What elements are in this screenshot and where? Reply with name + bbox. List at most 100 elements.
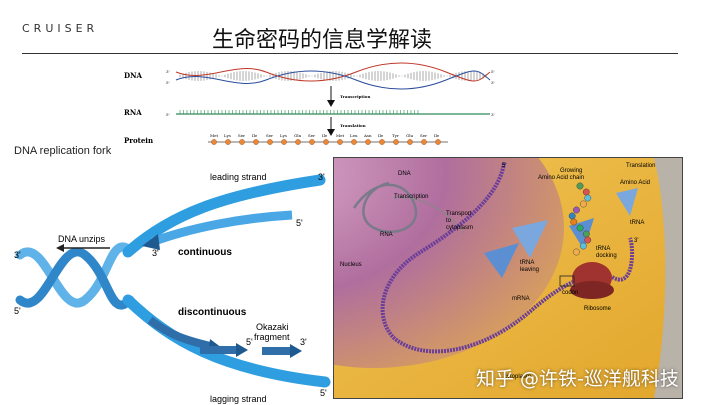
dna-label: DNA bbox=[124, 71, 142, 80]
rna-end-3: 3' bbox=[491, 112, 495, 117]
mrna-3-end: 3' bbox=[634, 238, 638, 244]
amino-acid-bead bbox=[571, 219, 577, 225]
amino-acid-bead bbox=[253, 139, 258, 144]
central-dogma-diagram: DNA RNA Protein 3' 5' 5' 3' Transcriptio… bbox=[118, 62, 508, 152]
dna-end-5-top: 5' bbox=[491, 69, 495, 74]
amino-acid-label: Tyr bbox=[392, 133, 399, 138]
dna-end-5-bottom: 5' bbox=[166, 80, 170, 85]
helix-3-end: 3' bbox=[14, 250, 21, 260]
cruiser-logo: CRUISER bbox=[22, 22, 98, 35]
fragment-3-end: 3' bbox=[300, 337, 307, 347]
dna-base-pairs bbox=[180, 71, 486, 81]
amino-acid-bead bbox=[577, 225, 583, 231]
amino-acid-bead bbox=[393, 139, 398, 144]
transport-label-1: Transport bbox=[446, 211, 472, 217]
trna-label: tRNA bbox=[630, 220, 644, 226]
amino-acid-label: Amino Acid bbox=[620, 180, 650, 186]
lower-strand-5-end: 5' bbox=[320, 388, 327, 398]
watermark: 知乎 @许铁-巡洋舰科技 bbox=[476, 364, 679, 391]
amino-acid-label: Lys bbox=[280, 133, 287, 138]
amino-acid-bead bbox=[580, 201, 586, 207]
amino-acid-bead bbox=[580, 243, 586, 249]
translation-illustration: Translation DNA Transcription Transport … bbox=[333, 157, 683, 399]
trna-docking-label-2: docking bbox=[596, 253, 617, 259]
helix-5-end: 5' bbox=[14, 306, 21, 316]
amino-acid-label: Gln bbox=[294, 133, 301, 138]
transport-label-2: to bbox=[446, 218, 452, 224]
growing-label-2: Amino Acid chain bbox=[538, 175, 584, 181]
leading-new-5-end: 5' bbox=[296, 218, 303, 228]
replication-fork-diagram: leading strand lagging strand continuous… bbox=[0, 160, 335, 405]
cell-transcription-label: Transcription bbox=[394, 194, 428, 200]
dna-end-3-top: 3' bbox=[166, 69, 170, 74]
amino-acid-bead bbox=[239, 139, 244, 144]
trna-docking-label-1: tRNA bbox=[596, 246, 610, 252]
title-divider bbox=[22, 53, 678, 54]
page-title: 生命密码的信息学解读 bbox=[212, 22, 432, 54]
amino-acid-bead bbox=[379, 139, 384, 144]
cell-scene: Translation DNA Transcription Transport … bbox=[334, 158, 682, 398]
growing-label-1: Growing bbox=[560, 168, 582, 174]
dna-unzips-label: DNA unzips bbox=[58, 234, 106, 244]
cell-translation-label: Translation bbox=[626, 163, 655, 169]
amino-acid-bead bbox=[435, 139, 440, 144]
fragment-label: fragment bbox=[254, 332, 290, 342]
amino-acid-label: Ser bbox=[238, 133, 245, 138]
amino-acid-label: Met bbox=[336, 133, 344, 138]
transcription-arrowhead bbox=[327, 100, 335, 107]
fork-title: DNA replication fork bbox=[14, 145, 111, 157]
amino-acid-label: Ile bbox=[434, 133, 440, 138]
okazaki-label: Okazaki bbox=[256, 322, 289, 332]
amino-acid-label: Lys bbox=[224, 133, 231, 138]
nucleus-label: Nucleus bbox=[340, 262, 362, 268]
dna-end-3-bottom: 3' bbox=[491, 80, 495, 85]
mrna-label: mRNA bbox=[512, 296, 530, 302]
amino-acid-bead bbox=[573, 207, 579, 213]
codon-label: codon bbox=[562, 290, 578, 296]
amino-acid-bead bbox=[577, 183, 583, 189]
amino-acid-bead bbox=[583, 231, 589, 237]
amino-acid-bead bbox=[573, 249, 579, 255]
amino-acid-bead bbox=[585, 237, 591, 243]
amino-acid-label: Ile bbox=[378, 133, 384, 138]
amino-acid-label: Leu bbox=[350, 133, 358, 138]
amino-acid-bead bbox=[583, 189, 589, 195]
amino-acid-bead bbox=[337, 139, 342, 144]
amino-acid-bead bbox=[295, 139, 300, 144]
leading-strand-label: leading strand bbox=[210, 172, 267, 182]
amino-acid-label: Ser bbox=[420, 133, 427, 138]
amino-acid-bead bbox=[407, 139, 412, 144]
amino-acid-bead bbox=[267, 139, 272, 144]
amino-acid-bead bbox=[281, 139, 286, 144]
amino-acid-label: Asn bbox=[363, 133, 372, 138]
continuous-label: continuous bbox=[178, 247, 232, 258]
discontinuous-label: discontinuous bbox=[178, 307, 247, 318]
transcription-label: Transcription bbox=[340, 94, 370, 99]
mrna-5-end: 5' bbox=[502, 163, 506, 169]
protein-label: Protein bbox=[124, 136, 153, 145]
amino-acid-bead bbox=[323, 139, 328, 144]
amino-acid-bead bbox=[585, 195, 591, 201]
transport-label-3: cytoplasm bbox=[446, 225, 473, 231]
amino-acid-label: Ile bbox=[252, 133, 258, 138]
amino-acid-bead bbox=[309, 139, 314, 144]
amino-acid-bead bbox=[351, 139, 356, 144]
fragment-5-end: 5' bbox=[246, 337, 253, 347]
amino-acid-bead bbox=[569, 213, 575, 219]
amino-acid-bead bbox=[211, 139, 216, 144]
translation-arrowhead bbox=[327, 129, 335, 136]
rna-label: RNA bbox=[124, 108, 142, 117]
lagging-strand-label: lagging strand bbox=[210, 394, 267, 404]
amino-acid-label: Ser bbox=[266, 133, 273, 138]
trna-leaving-label-2: leaving bbox=[520, 267, 539, 273]
leading-new-3-end: 3' bbox=[152, 248, 159, 258]
translation-label: Translation bbox=[340, 123, 366, 128]
cell-dna-label: DNA bbox=[398, 171, 411, 177]
amino-acid-label: Ser bbox=[308, 133, 315, 138]
rna-end-5: 5' bbox=[166, 112, 170, 117]
amino-acid-bead bbox=[421, 139, 426, 144]
amino-acid-bead bbox=[365, 139, 370, 144]
amino-acid-bead bbox=[225, 139, 230, 144]
unzip-arrowhead bbox=[56, 244, 64, 252]
